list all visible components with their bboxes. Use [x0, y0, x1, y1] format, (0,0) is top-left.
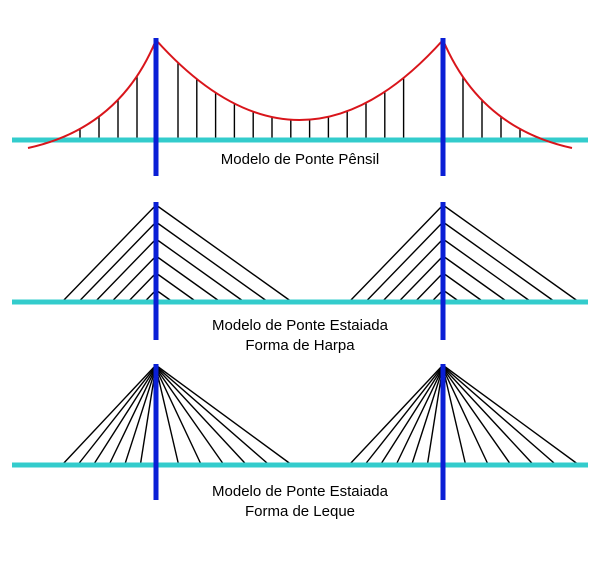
caption-line: Forma de Harpa — [245, 337, 355, 354]
stay-cable — [379, 368, 443, 466]
fan-cable-stayed-bridge — [12, 364, 588, 500]
stay-cable — [156, 369, 225, 466]
stay-cable — [156, 365, 293, 466]
stay-cable — [443, 371, 467, 466]
stay-cable — [77, 366, 156, 466]
caption-line: Forma de Leque — [244, 503, 356, 520]
stay-cable — [443, 366, 557, 466]
stay-cable — [108, 369, 156, 466]
stay-cable — [139, 371, 156, 466]
caption-suspension-bridge: Modelo de Ponte Pênsil — [0, 150, 600, 170]
stay-cable — [426, 371, 443, 466]
stay-cable — [395, 369, 443, 466]
caption-harp-cable-stayed-bridge: Modelo de Ponte Estaiada Forma de Harpa — [0, 316, 600, 356]
stay-cable — [443, 367, 535, 466]
stay-cable — [442, 238, 532, 303]
stay-cable — [156, 371, 180, 466]
stay-cable — [155, 272, 198, 303]
stay-cable — [397, 255, 444, 303]
stay-cable — [381, 238, 444, 303]
harp-cable-stayed-bridge — [12, 202, 588, 340]
stay-cable — [364, 366, 443, 466]
stay-cable — [442, 255, 508, 303]
stay-cable — [442, 204, 580, 303]
stay-cable — [124, 370, 156, 466]
stay-cable — [443, 369, 512, 466]
stay-cable — [442, 221, 556, 303]
stay-cable — [443, 365, 580, 466]
stay-cable — [127, 272, 157, 303]
stay-cable — [156, 366, 270, 466]
main-suspension-cable — [27, 38, 573, 149]
stay-cable — [155, 255, 221, 303]
stay-cable — [155, 204, 293, 303]
stay-cable — [156, 367, 248, 466]
stay-cable — [77, 221, 157, 303]
caption-fan-cable-stayed-bridge: Modelo de Ponte Estaiada Forma de Leque — [0, 482, 600, 522]
stay-cable — [411, 370, 443, 466]
stay-cable — [61, 204, 157, 303]
stay-cable — [156, 370, 202, 466]
stay-cable — [94, 238, 157, 303]
stay-cable — [155, 238, 245, 303]
stay-cable — [442, 272, 485, 303]
stay-cable — [61, 365, 156, 466]
stay-cable — [414, 272, 444, 303]
stay-cable — [364, 221, 444, 303]
stay-cable — [92, 368, 156, 466]
stay-cable — [155, 221, 269, 303]
caption-line: Modelo de Ponte Estaiada — [212, 317, 388, 334]
caption-line: Modelo de Ponte Pênsil — [220, 151, 380, 168]
stay-cable — [348, 365, 443, 466]
stay-cable — [348, 204, 444, 303]
caption-line: Modelo de Ponte Estaiada — [212, 483, 388, 500]
stay-cable — [443, 370, 489, 466]
suspension-bridge — [12, 38, 588, 176]
stay-cable — [110, 255, 157, 303]
